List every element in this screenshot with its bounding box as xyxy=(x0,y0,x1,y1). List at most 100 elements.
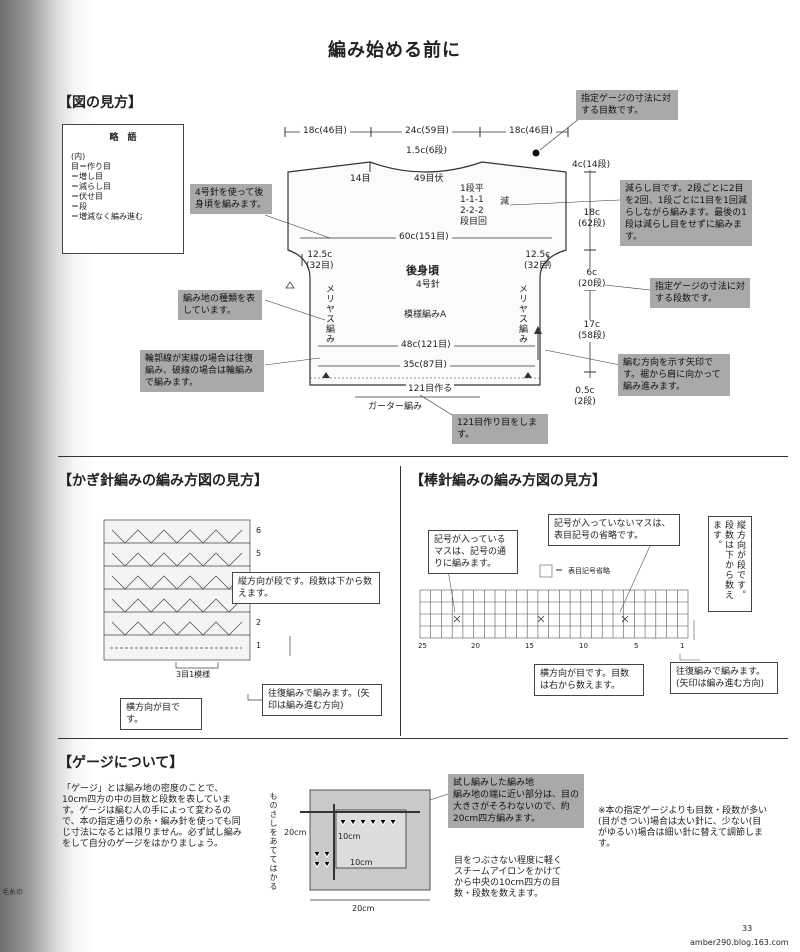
section-crochet: 【かぎ針編みの編み方図の見方】 xyxy=(58,473,268,489)
armhole-right-label: 12.5c (32目) xyxy=(524,250,551,272)
legend-item: ＝増減なく編み進む xyxy=(71,212,143,221)
crochet-row-5: 5 xyxy=(256,549,262,558)
width-48-label: 48c(121目) xyxy=(398,340,454,351)
dim-left-shoulder: 18c(46目) xyxy=(300,126,350,137)
gauge-sample-title: 試し編みした編み地 xyxy=(453,778,535,788)
armhole-right-cm: 12.5c xyxy=(525,250,551,260)
right-dim-cm: 18c xyxy=(583,208,600,218)
gauge-advice: ※本の指定ゲージよりも目数・段数が多い(目がきつい)場合は太い針に、少ない(目が… xyxy=(598,806,768,849)
legend-item: (内) xyxy=(71,152,86,161)
crochet-row-1: 1 xyxy=(256,641,262,650)
armhole-left-label: 12.5c (32目) xyxy=(306,250,333,272)
knit-omit-label: 表目記号省略 xyxy=(568,567,610,575)
callout-needle: 4号針を使って後身頃を編みます。 xyxy=(190,184,272,214)
shoulder-stitch-label: 14目 xyxy=(350,174,371,184)
page-title: 編み始める前に xyxy=(328,40,461,61)
right-dim-rows: (20段) xyxy=(578,279,606,289)
right-dim-rows: (14段) xyxy=(582,160,611,170)
garter-label: ガーター編み xyxy=(368,402,423,412)
knit-col-10: 10 xyxy=(579,642,588,650)
section-knit: 【棒針編みの編み方図の見方】 xyxy=(410,473,606,489)
divider xyxy=(58,456,788,457)
callout-gauge-rows: 指定ゲージの寸法に対する段数です。 xyxy=(650,278,750,308)
legend-item: 目＝作り目 xyxy=(71,162,111,171)
dec-rule: 1段平 1-1-1 2-2-2 段目回 xyxy=(460,184,487,228)
gauge-ruler-note: ものさしをあててはかる xyxy=(269,792,278,891)
knit-equals: ＝ xyxy=(555,566,563,575)
dec-rule-line: 段目回 xyxy=(460,217,488,227)
callout-gauge-stitches: 指定ゲージの寸法に対する目数です。 xyxy=(576,90,678,120)
left-edge-text: 毛糸の xyxy=(2,888,23,896)
knit-col-1: 1 xyxy=(680,642,685,650)
cast-on-label: 121目作る xyxy=(406,384,455,395)
legend-item: ＝増し目 xyxy=(71,172,103,181)
legend-item: ＝減らし目 xyxy=(71,182,111,191)
armhole-right-rows: (32目) xyxy=(524,261,552,271)
knit-horizontal-note: 横方向が目です。目数は右から数えます。 xyxy=(534,664,644,696)
needle-size: 4号針 xyxy=(416,280,440,290)
width-35-label: 35c(87目) xyxy=(400,360,450,371)
right-dim-cm: 4c xyxy=(572,160,583,170)
callout-arrow: 編む方向を示す矢印です。裾から肩に向かって編み進みます。 xyxy=(618,354,730,396)
knit-col-5: 5 xyxy=(634,642,639,650)
bind-off-label: 49目伏 xyxy=(414,174,444,184)
knit-col-25: 25 xyxy=(418,642,427,650)
knit-symbol-note: 記号が入っているマスは、記号の通りに編みます。 xyxy=(428,530,518,574)
callout-fabric: 編み地の種類を表しています。 xyxy=(178,290,262,320)
page-number: 33 xyxy=(742,924,753,933)
callout-outline: 輪郭線が実線の場合は往復編み、破線の場合は輪編みで編みます。 xyxy=(140,350,264,392)
right-dim-5: 0.5c (2段) xyxy=(574,386,596,408)
legend-item: ＝伏せ目 xyxy=(71,192,103,201)
knit-no-symbol-note: 記号が入っていないマスは、表目記号の省略です。 xyxy=(548,514,680,546)
knit-vertical-note: 縦方向が段です。段数は下から数えます。 xyxy=(708,516,752,612)
width-60-label: 60c(151目) xyxy=(396,232,452,243)
callout-cast-on: 121目作り目をします。 xyxy=(452,414,548,444)
right-dim-cm: 0.5c xyxy=(575,386,595,396)
callout-decrease: 減らし目です。2段ごとに2目を2回、1段ごとに1目を1回減らしながら編みます。最… xyxy=(620,180,752,246)
crochet-repeat-label: 3目1模様 xyxy=(176,670,211,679)
divider xyxy=(400,466,401,736)
right-dim-cm: 6c xyxy=(586,268,598,278)
right-dim-rows: (58段) xyxy=(578,331,606,341)
crochet-horizontal-note: 横方向が目です。 xyxy=(120,698,202,730)
dec-rule-line: 1-1-1 xyxy=(460,195,484,205)
knit-turn-note: 往復編みで編みます。(矢印は編み進む方向) xyxy=(670,662,778,694)
dec-mark: 減 xyxy=(500,197,510,207)
section-chart-reading: 【図の見方】 xyxy=(58,95,142,111)
right-dim-4: 17c (58段) xyxy=(578,320,606,342)
gauge-dim-inner-h: 10cm xyxy=(350,858,373,867)
side-text-left: メリヤス編み xyxy=(324,284,334,344)
section-gauge: 【ゲージについて】 xyxy=(58,755,184,771)
gauge-sample-body: 編み地の端に近い部分は、目の大きさがそろわないので、約20cm四方編みます。 xyxy=(453,790,580,824)
legend-title: 略 語 xyxy=(109,133,137,143)
right-dim-3: 6c (20段) xyxy=(578,268,606,290)
footer-url: amber290.blog.163.com xyxy=(690,938,789,947)
piece-name: 後身頃 xyxy=(406,264,439,277)
knit-col-20: 20 xyxy=(471,642,480,650)
dim-neck-width: 24c(59目) xyxy=(402,126,452,137)
legend-list: (内) 目＝作り目 ＝増し目 ＝減らし目 ＝伏せ目 ＝段 ＝増減なく編み進む xyxy=(71,152,183,222)
dec-rule-line: 2-2-2 xyxy=(460,206,484,216)
right-dim-1: 4c(14段) xyxy=(572,160,610,171)
crochet-row-2: 2 xyxy=(256,618,262,627)
dim-right-shoulder: 18c(46目) xyxy=(506,126,556,137)
gauge-body-text: 「ゲージ」とは編み地の密度のことで、10cm四方の中の目数と段数を表しています。… xyxy=(62,784,242,849)
right-dim-2: 18c (62段) xyxy=(578,208,605,230)
right-dim-cm: 17c xyxy=(583,320,600,330)
neck-depth-label: 1.5c(6段) xyxy=(406,146,448,156)
dec-rule-line: 1段平 xyxy=(460,184,484,194)
crochet-row-6: 6 xyxy=(256,526,262,535)
pattern-name: 模様編みA xyxy=(404,310,447,320)
armhole-left-cm: 12.5c xyxy=(307,250,333,260)
gauge-dim-bottom: 20cm xyxy=(352,904,375,913)
legend-item: ＝段 xyxy=(71,202,87,211)
gauge-dim-inner-v: 10cm xyxy=(338,832,361,841)
right-dim-rows: (2段) xyxy=(574,397,596,407)
armhole-left-rows: (32目) xyxy=(306,261,334,271)
divider xyxy=(58,738,788,739)
right-dim-rows: (62段) xyxy=(578,219,606,229)
